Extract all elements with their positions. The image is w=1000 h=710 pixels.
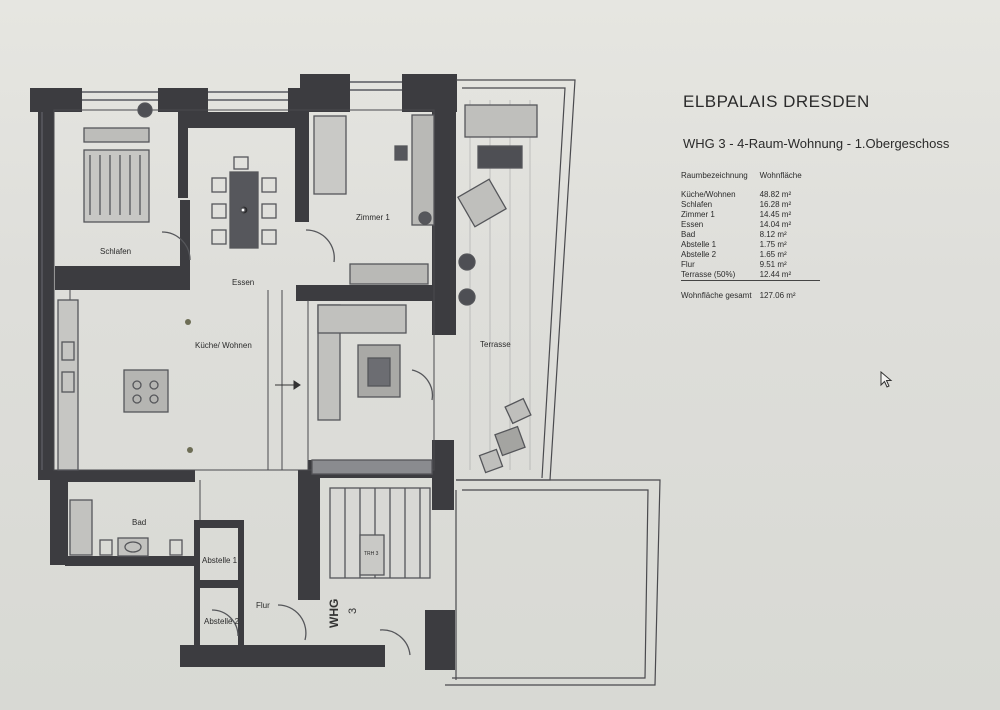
total-label: Wohnfläche gesamt: [681, 291, 752, 300]
room-area: 12.44 m²: [751, 270, 820, 281]
label-kueche: Küche/ Wohnen: [195, 341, 252, 350]
room-name: Flur: [681, 260, 695, 269]
room-area: 8.12 m²: [759, 230, 787, 239]
table-row: Flur 9.51 m²: [681, 260, 820, 270]
entry-arrow: [275, 380, 301, 390]
room-area: 48.82 m²: [759, 190, 792, 199]
room-name: Zimmer 1: [681, 210, 715, 219]
room-name: Abstelle 2: [681, 250, 717, 259]
mouse-cursor-icon: [880, 371, 893, 388]
walls: [30, 74, 457, 670]
label-abstelle2: Abstelle 2: [204, 617, 240, 626]
table-row: Bad 8.12 m²: [681, 230, 820, 240]
room-name: Abstelle 1: [681, 240, 717, 249]
table-row: Abstelle 1 1.75 m²: [681, 240, 820, 250]
table-total-row: Wohnfläche gesamt 127.06 m²: [681, 281, 820, 302]
project-title: ELBPALAIS DRESDEN: [683, 92, 870, 111]
terrace-outline: [445, 79, 661, 686]
light-point: [187, 447, 193, 453]
windows: [41, 81, 402, 470]
label-terrasse: Terrasse: [480, 340, 511, 349]
label-flur: Flur: [256, 601, 270, 610]
label-bad: Bad: [132, 518, 146, 527]
table-row: Essen 14.04 m²: [681, 220, 820, 230]
header-area: Wohnfläche: [759, 171, 802, 180]
table-row: Terrasse (50%)12.44 m²: [681, 270, 820, 281]
room-area: 14.45 m²: [759, 210, 792, 219]
room-name: Terrasse (50%): [681, 270, 752, 281]
apartment-subtitle: WHG 3 - 4-Raum-Wohnung - 1.Obergeschoss: [683, 136, 950, 151]
room-area: 14.04 m²: [759, 220, 792, 229]
label-schlafen: Schlafen: [100, 247, 131, 256]
room-name: Schlafen: [681, 200, 713, 209]
label-abstelle1: Abstelle 1: [202, 556, 238, 565]
room-area: 16.28 m²: [759, 200, 792, 209]
label-trh: TRH 3: [364, 551, 379, 557]
room-name: Essen: [681, 220, 704, 229]
light-point: [185, 319, 191, 325]
room-area: 9.51 m²: [759, 260, 787, 269]
table-row: Zimmer 1 14.45 m²: [681, 210, 820, 220]
label-essen: Essen: [232, 278, 254, 287]
label-zimmer1: Zimmer 1: [356, 213, 390, 222]
label-whg-number: 3: [347, 608, 359, 614]
furniture: [57, 102, 538, 656]
room-name: Bad: [681, 230, 696, 239]
table-row: Küche/Wohnen 48.82 m²: [681, 190, 820, 200]
area-table: Raumbezeichnung Wohnfläche Küche/Wohnen 4…: [681, 171, 820, 301]
total-value: 127.06 m²: [759, 291, 796, 300]
table-row: Schlafen 16.28 m²: [681, 200, 820, 210]
label-whg: WHG: [327, 599, 341, 628]
header-room: Raumbezeichnung: [681, 171, 748, 180]
room-name: Küche/Wohnen: [681, 190, 736, 199]
table-row: Abstelle 2 1.65 m²: [681, 250, 820, 260]
room-area: 1.75 m²: [759, 240, 787, 249]
room-area: 1.65 m²: [759, 250, 787, 259]
